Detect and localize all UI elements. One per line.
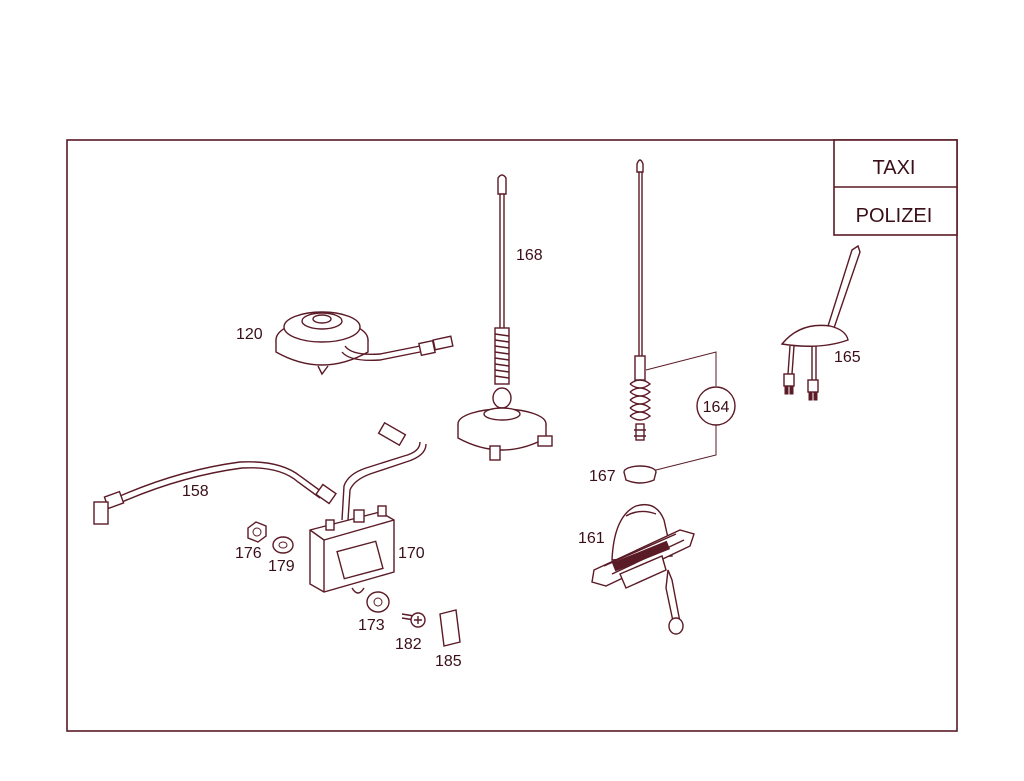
label-170: 170 — [398, 545, 425, 562]
label-158: 158 — [182, 483, 209, 500]
part-179-washer — [272, 536, 294, 554]
label-185: 185 — [435, 653, 462, 670]
label-164: 164 — [703, 399, 730, 416]
callout-164: 164 — [645, 351, 736, 471]
part-173-washer — [366, 591, 390, 613]
label-168: 168 — [516, 247, 543, 264]
diagram-frame — [66, 139, 958, 732]
legend-box: TAXI POLIZEI — [833, 139, 958, 236]
part-182-screw — [401, 612, 426, 628]
label-165: 165 — [834, 349, 861, 366]
legend-taxi: TAXI — [873, 157, 916, 179]
part-176-nut — [247, 521, 267, 543]
label-120: 120 — [236, 326, 263, 343]
label-173: 173 — [358, 617, 385, 634]
label-179: 179 — [268, 558, 295, 575]
label-176: 176 — [235, 545, 262, 562]
label-182: 182 — [395, 636, 422, 653]
part-165-roof-antenna — [780, 244, 861, 401]
part-185-pad — [439, 609, 461, 647]
part-120-antenna-base — [275, 311, 454, 376]
part-164-coil-antenna — [623, 159, 657, 484]
legend-polizei: POLIZEI — [856, 205, 933, 227]
part-158-cable — [93, 461, 337, 525]
part-168-magnetic-antenna — [457, 174, 553, 461]
part-161-bracket — [591, 503, 695, 635]
label-167: 167 — [589, 468, 616, 485]
label-161: 161 — [578, 530, 605, 547]
part-170-amplifier — [309, 421, 427, 594]
